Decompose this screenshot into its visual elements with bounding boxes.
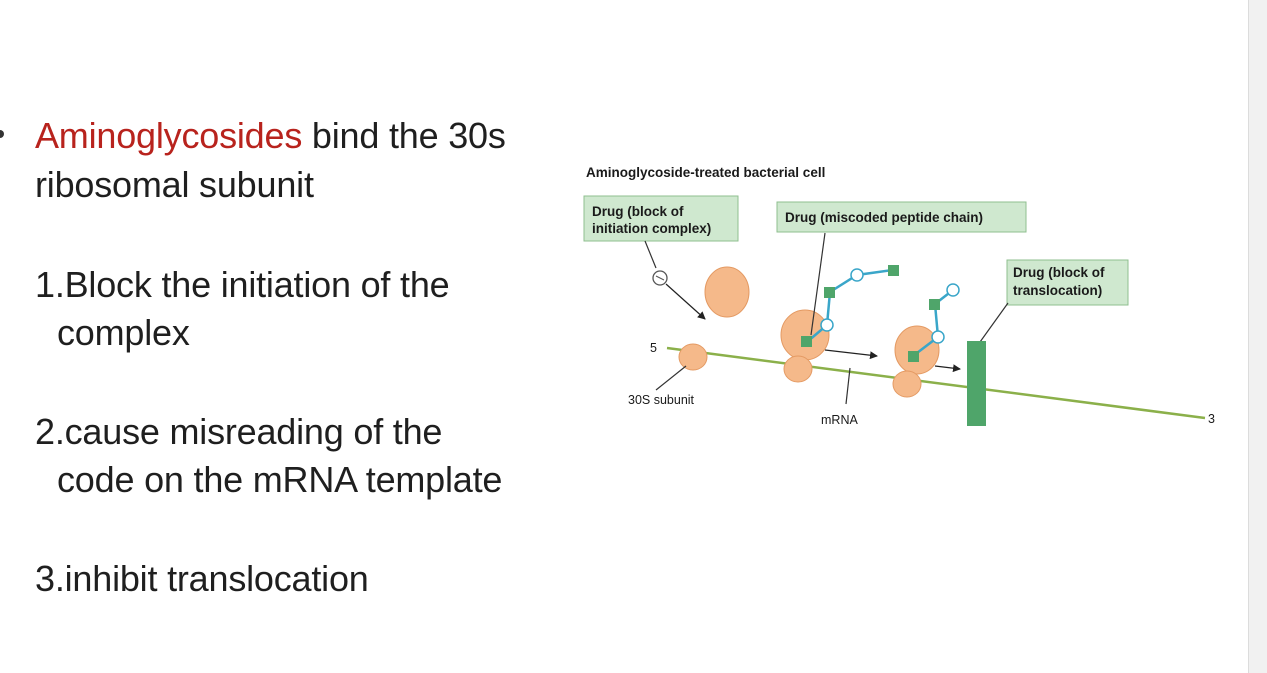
heading-accent: Aminoglycosides	[35, 115, 303, 156]
miscoded-peptide-chain	[806, 268, 894, 343]
translocation-label-box	[1006, 259, 1129, 306]
drug-pointer-1	[644, 240, 657, 269]
miscoded-label-box	[776, 201, 1027, 233]
small-subunit-2	[783, 355, 813, 383]
peptide-chain-3	[912, 289, 954, 357]
translocation-block-bar	[967, 341, 986, 426]
heading-line-2: ribosomal subunit	[35, 164, 314, 205]
peptide-residue-icon	[850, 268, 864, 282]
vertical-scrollbar[interactable]	[1248, 0, 1267, 673]
subunit-label: 30S subunit	[628, 393, 695, 407]
initiation-label-box	[583, 195, 739, 242]
three-prime-label: 3	[1208, 412, 1215, 426]
point-1-line-1: 1.Block the initiation of the	[35, 264, 450, 305]
diagram-title: Aminoglycoside-treated bacterial cell	[586, 165, 825, 180]
peptide-residue-icon	[801, 336, 812, 347]
peptide-residue-icon	[946, 283, 960, 297]
point-3-line-1: 3.inhibit translocation	[35, 558, 369, 599]
peptide-residue-icon	[888, 265, 899, 276]
peptide-residue-icon	[820, 318, 834, 332]
point-1-line-2: complex	[57, 312, 190, 353]
subunit-pointer	[655, 365, 687, 391]
heading-line-1: Aminoglycosides bind the 30s	[35, 112, 506, 160]
movement-arrow-1	[824, 349, 878, 360]
heading-rest: bind the 30s	[302, 115, 506, 156]
bullet-icon	[0, 130, 4, 138]
mrna-pointer	[845, 367, 851, 405]
large-subunit-2	[780, 309, 830, 361]
peptide-residue-icon	[908, 351, 919, 362]
peptide-residue-icon	[931, 330, 945, 344]
peptide-residue-icon	[824, 287, 835, 298]
translocation-label-line-1: Drug (block of	[1013, 265, 1105, 280]
translocation-pointer	[979, 302, 1009, 343]
blocked-initiation-arrow	[665, 283, 706, 320]
large-subunit-1	[704, 266, 750, 318]
miscoded-label: Drug (miscoded peptide chain)	[785, 210, 983, 225]
translocation-label-line-2: translocation)	[1013, 283, 1102, 298]
five-prime-label: 5	[650, 341, 657, 355]
mrna-strand	[666, 346, 1206, 420]
drug-molecule-mark	[655, 275, 665, 281]
small-subunit-1	[678, 343, 708, 371]
large-subunit-3	[894, 325, 940, 375]
miscoded-pointer	[810, 232, 826, 336]
mrna-label: mRNA	[821, 413, 858, 427]
point-2-line-1: 2.cause misreading of the	[35, 411, 443, 452]
peptide-residue-icon	[929, 299, 940, 310]
small-subunit-3	[892, 370, 922, 398]
initiation-label-line-1: Drug (block of	[592, 204, 684, 219]
initiation-label-line-2: initiation complex)	[592, 221, 711, 236]
movement-arrow-2	[934, 364, 961, 373]
point-2-line-2: code on the mRNA template	[57, 459, 503, 500]
